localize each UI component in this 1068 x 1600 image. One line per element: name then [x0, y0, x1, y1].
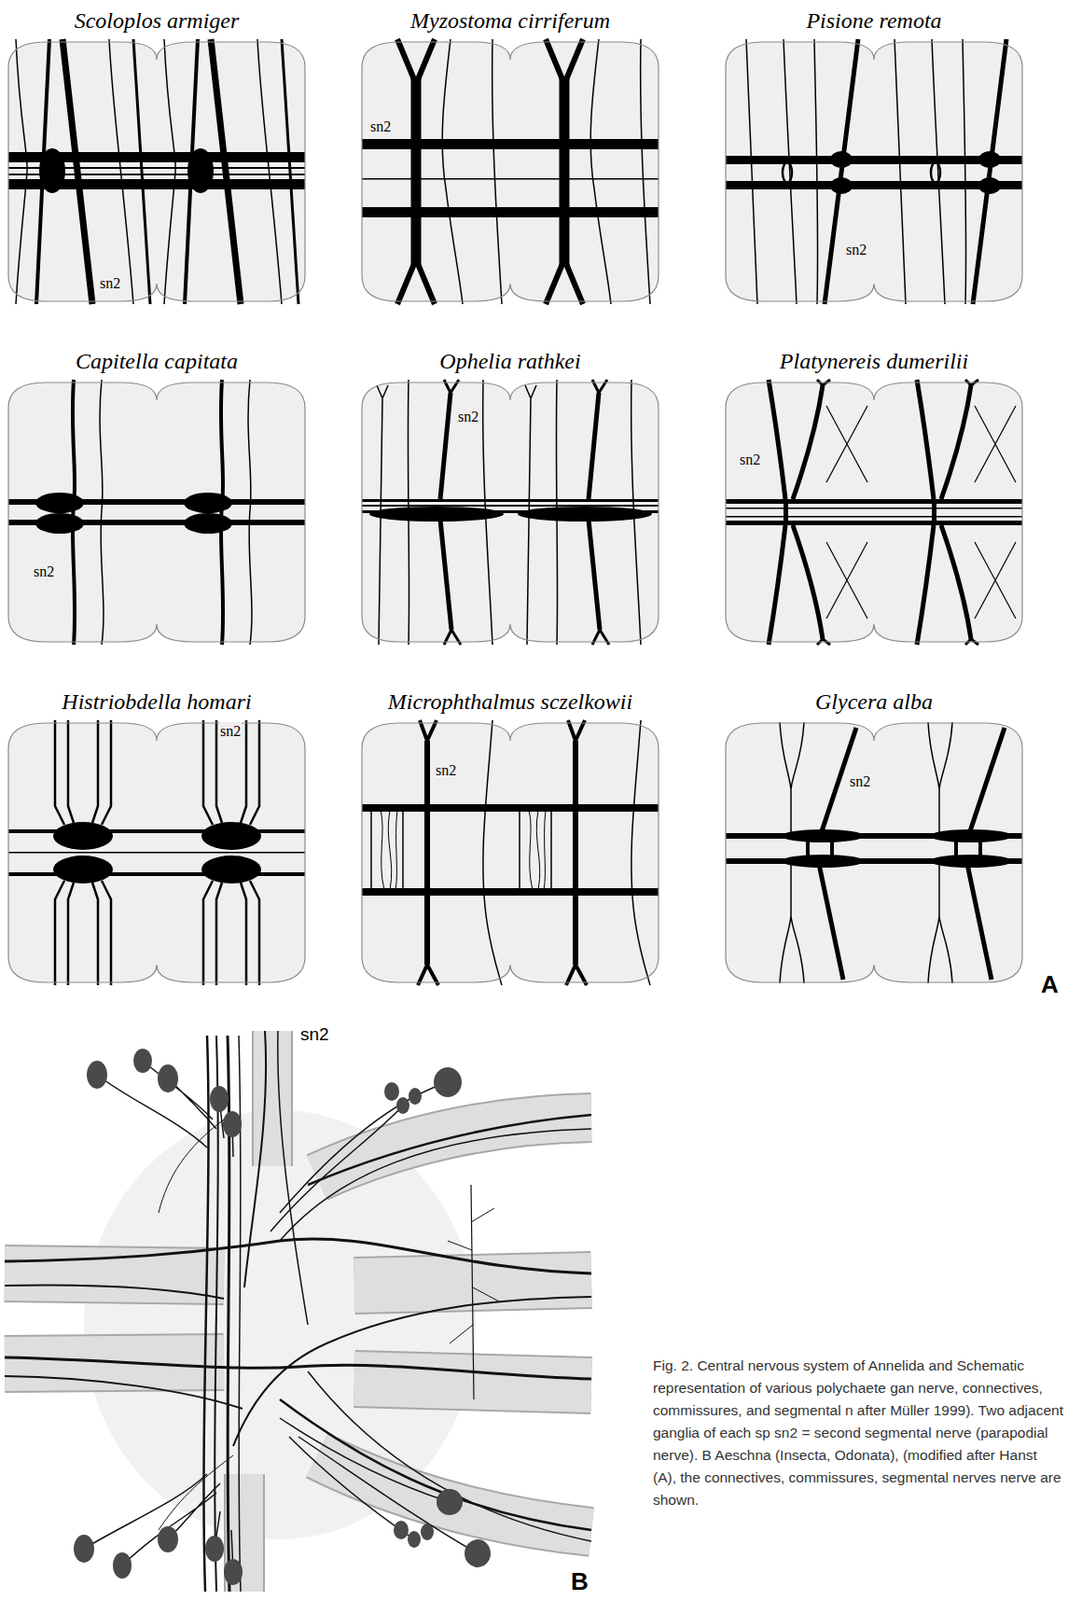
species-title: Scoloplos armiger	[8, 7, 306, 34]
ganglia-schematic	[725, 721, 1023, 984]
ganglion-panel: Capitella capitatasn2	[8, 379, 306, 645]
ganglion-panel: Microphthalmus sczelkowiisn2	[361, 720, 659, 985]
ganglion-panel: Myzostoma cirriferumsn2	[361, 39, 659, 305]
species-title: Capitella capitata	[8, 347, 306, 375]
ganglion-panel: Glycera albasn2	[725, 720, 1023, 985]
panel-outline	[725, 39, 1023, 305]
neuron-drawing	[4, 1030, 592, 1592]
panel-outline	[725, 379, 1023, 645]
ganglion-panel: Histriobdella homarisn2	[8, 720, 306, 985]
ganglia-schematic	[361, 379, 659, 645]
nerve-label: sn2	[738, 450, 762, 469]
ganglion-panel: Scoloplos armigersn2	[8, 39, 306, 305]
panel-outline	[8, 720, 306, 985]
ganglia-schematic	[725, 379, 1023, 645]
ganglia-schematic	[8, 39, 306, 305]
figure-caption: Fig. 2. Central nervous system of Anneli…	[652, 1354, 1064, 1512]
panel-outline	[361, 720, 659, 985]
species-title: Ophelia rathkei	[361, 347, 659, 375]
nerve-label: sn2	[845, 240, 868, 259]
nerve-label: sn2	[434, 761, 458, 779]
species-title: Myzostoma cirriferum	[361, 7, 659, 34]
nerve-label: sn2	[457, 407, 480, 426]
ganglion-panel: Pisione remotasn2	[725, 39, 1023, 305]
ganglia-schematic	[8, 720, 306, 985]
ganglia-schematic	[361, 720, 659, 985]
panel-outline	[8, 39, 306, 305]
ganglion-panel: Platynereis dumeriliisn2	[725, 379, 1023, 645]
panel-outline	[361, 39, 659, 305]
panel-outline	[8, 379, 306, 645]
ganglia-schematic	[361, 39, 659, 305]
species-title: Microphthalmus sczelkowii	[361, 688, 659, 715]
ganglion-panel: Ophelia rathkeisn2	[361, 379, 659, 645]
nerve-label: sn2	[98, 274, 122, 292]
ganglia-schematic	[8, 379, 306, 645]
panel-outline	[725, 720, 1023, 985]
nerve-label: sn2	[369, 117, 392, 136]
nerve-label: sn2	[300, 1024, 330, 1045]
panel-letter: B	[570, 1567, 589, 1596]
panel-outline	[361, 379, 659, 645]
ganglia-schematic	[725, 39, 1023, 305]
species-title: Pisione remota	[725, 7, 1023, 34]
species-title: Platynereis dumerilii	[725, 347, 1023, 375]
nerve-label: sn2	[219, 721, 242, 740]
species-title: Histriobdella homari	[8, 688, 306, 715]
nerve-label: sn2	[32, 562, 56, 581]
species-title: Glycera alba	[725, 688, 1023, 715]
nerve-label: sn2	[848, 772, 872, 791]
panel-letter: A	[1040, 970, 1059, 999]
